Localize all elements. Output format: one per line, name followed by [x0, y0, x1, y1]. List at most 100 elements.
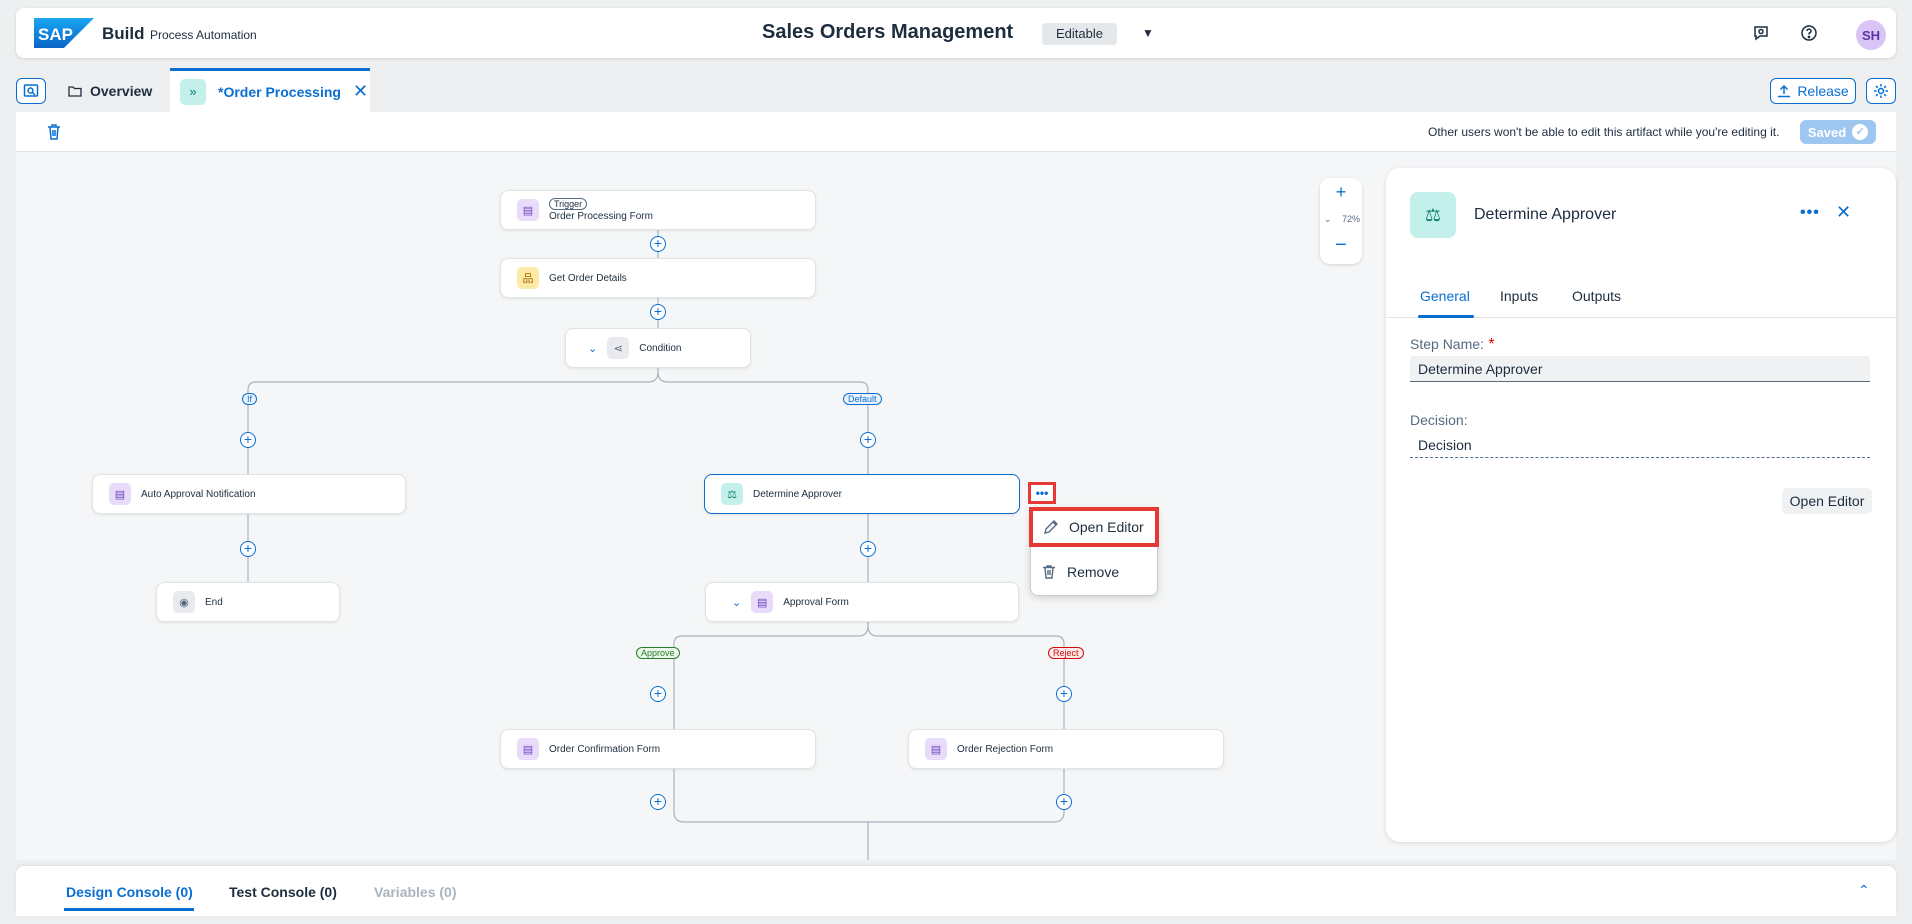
more-icon[interactable]: •••	[1800, 204, 1820, 221]
add-step-button[interactable]: +	[1056, 686, 1072, 702]
share-icon: ⋖	[607, 337, 630, 359]
upload-icon	[1778, 84, 1791, 98]
add-step-button[interactable]: +	[650, 304, 666, 320]
branch-approve: Approve	[636, 647, 680, 659]
add-step-button[interactable]: +	[650, 686, 666, 702]
avatar[interactable]: SH	[1856, 20, 1886, 50]
menu-open-editor[interactable]: Open Editor	[1029, 507, 1159, 547]
node-more-button[interactable]: •••	[1028, 482, 1056, 504]
feedback-icon[interactable]	[1748, 20, 1774, 46]
check-circle-icon: ✓	[1852, 124, 1869, 140]
sap-logo[interactable]: SAP	[34, 18, 94, 48]
open-editor-button[interactable]: Open Editor	[1782, 488, 1872, 514]
node-auto-approval-label: Auto Approval Notification	[141, 488, 256, 500]
process-icon: »	[180, 78, 206, 105]
tab-search-button[interactable]	[16, 78, 46, 104]
step-name-label: Step Name: *	[1410, 336, 1495, 353]
active-tab-indicator	[64, 908, 194, 911]
zoom-in-button[interactable]: +	[1335, 182, 1347, 202]
delete-icon	[1043, 565, 1055, 579]
active-tab-indicator	[1418, 315, 1474, 318]
step-name-input[interactable]: Determine Approver	[1410, 356, 1870, 382]
node-trigger-label: Order Processing Form	[549, 211, 653, 222]
release-button[interactable]: Release	[1770, 78, 1856, 104]
chevron-up-icon[interactable]: ⌃	[1858, 882, 1870, 898]
decision-icon: ⚖	[721, 483, 743, 505]
lock-message: Other users won't be able to edit this a…	[1428, 125, 1780, 139]
panel-title: Determine Approver	[1474, 206, 1617, 223]
stop-icon: ◉	[173, 591, 195, 613]
form-icon: ▤	[925, 738, 947, 760]
zoom-out-button[interactable]: −	[1335, 234, 1347, 256]
node-get-order-label: Get Order Details	[549, 272, 627, 284]
mode-badge: Editable	[1042, 23, 1117, 45]
node-approval-form-label: Approval Form	[783, 596, 849, 608]
zoom-control: + ⌄72% −	[1320, 178, 1362, 264]
search-icon	[23, 84, 39, 97]
menu-remove-label: Remove	[1067, 564, 1120, 580]
delete-icon[interactable]	[44, 122, 64, 142]
branch-reject: Reject	[1048, 647, 1084, 659]
close-icon[interactable]: ✕	[352, 81, 369, 101]
add-step-button[interactable]: +	[650, 236, 666, 252]
node-determine-approver[interactable]: ⚖ Determine Approver	[704, 474, 1020, 514]
tab-inputs[interactable]: Inputs	[1500, 288, 1539, 304]
node-auto-approval[interactable]: ▤ Auto Approval Notification	[92, 474, 406, 514]
node-end[interactable]: ◉ End	[156, 582, 340, 622]
add-step-button[interactable]: +	[1056, 794, 1072, 810]
node-order-rejection[interactable]: ▤ Order Rejection Form	[908, 729, 1224, 769]
menu-open-editor-label: Open Editor	[1069, 519, 1144, 535]
folder-icon	[68, 86, 82, 97]
decision-label: Decision:	[1410, 412, 1468, 428]
help-icon[interactable]	[1796, 20, 1822, 46]
chevron-down-icon: ⌄	[1324, 214, 1332, 224]
decision-select[interactable]: Decision	[1410, 432, 1870, 458]
context-menu: Open Editor Remove	[1029, 507, 1159, 596]
tab-test-console[interactable]: Test Console (0)	[229, 884, 337, 900]
tab-variables[interactable]: Variables (0)	[374, 884, 457, 900]
node-approval-form[interactable]: ⌄ ▤ Approval Form	[705, 582, 1019, 622]
node-trigger[interactable]: ▤ Trigger Order Processing Form	[500, 190, 816, 230]
shell-bar: SAP Build Process Automation Sales Order…	[16, 8, 1896, 58]
brand-subtitle: Process Automation	[150, 28, 257, 42]
properties-panel: ⚖ Determine Approver ••• ✕ General Input…	[1386, 168, 1896, 842]
add-step-button[interactable]: +	[240, 432, 256, 448]
node-condition[interactable]: ⌄ ⋖ Condition	[565, 328, 751, 368]
tab-general[interactable]: General	[1420, 288, 1470, 304]
tab-order-processing[interactable]: » *Order Processing ✕	[170, 68, 370, 112]
decision-icon: ⚖	[1410, 192, 1456, 238]
caret-down-icon[interactable]: ▼	[1142, 26, 1154, 40]
tab-overview-label: Overview	[90, 83, 153, 99]
form-icon: ▤	[751, 591, 774, 613]
tab-overview[interactable]: Overview	[68, 80, 152, 102]
saved-label: Saved	[1807, 124, 1847, 140]
chevron-down-icon[interactable]: ⌄	[588, 342, 598, 355]
editor-toolbar: Other users won't be able to edit this a…	[16, 112, 1896, 152]
svg-text:SAP: SAP	[38, 25, 73, 44]
node-get-order-details[interactable]: 品 Get Order Details	[500, 258, 816, 298]
node-rejection-label: Order Rejection Form	[957, 743, 1054, 755]
panel-tabs: General Inputs Outputs	[1386, 278, 1896, 318]
branch-if: If	[242, 393, 258, 405]
settings-button[interactable]	[1866, 78, 1896, 104]
add-step-button[interactable]: +	[860, 541, 876, 557]
tab-design-console[interactable]: Design Console (0)	[66, 884, 193, 900]
hierarchy-icon: 品	[517, 267, 539, 289]
form-icon: ▤	[517, 199, 539, 221]
add-step-button[interactable]: +	[240, 541, 256, 557]
chevron-down-icon[interactable]: ⌄	[732, 596, 742, 609]
gear-icon	[1874, 84, 1888, 98]
node-order-confirmation[interactable]: ▤ Order Confirmation Form	[500, 729, 816, 769]
menu-remove[interactable]: Remove	[1031, 553, 1159, 591]
form-icon: ▤	[517, 738, 539, 760]
release-label: Release	[1797, 83, 1849, 99]
add-step-button[interactable]: +	[650, 794, 666, 810]
branch-default: Default	[843, 393, 882, 405]
tab-outputs[interactable]: Outputs	[1572, 288, 1622, 304]
close-icon[interactable]: ✕	[1836, 202, 1852, 222]
tab-order-processing-label: *Order Processing	[218, 83, 341, 100]
trigger-pill: Trigger	[549, 198, 588, 210]
add-step-button[interactable]: +	[860, 432, 876, 448]
saved-status: Saved ✓	[1800, 120, 1876, 144]
zoom-level[interactable]: ⌄72%	[1324, 214, 1360, 224]
